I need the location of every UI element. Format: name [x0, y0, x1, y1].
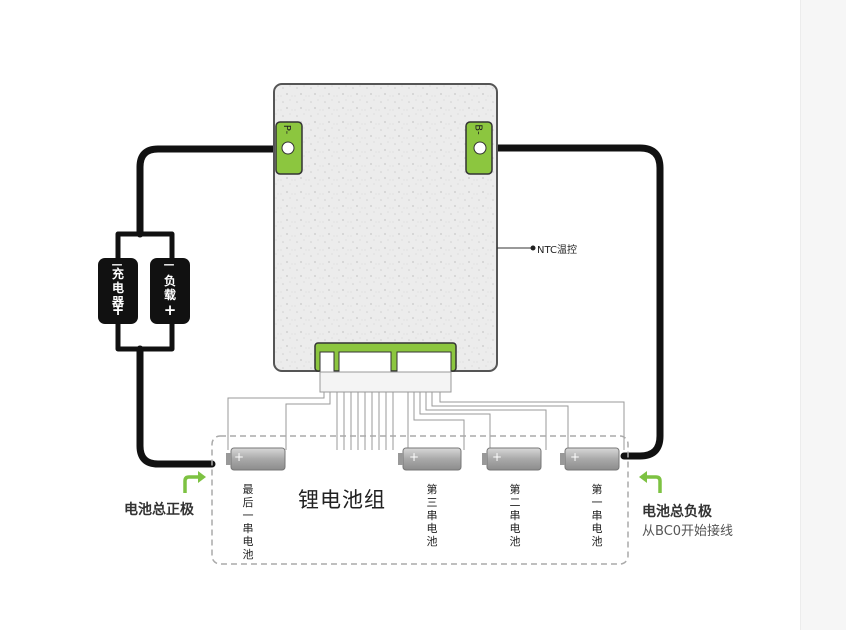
port-b-label: B-	[472, 124, 484, 135]
charger-device	[98, 258, 138, 324]
cell-last-label: 最后一串电池	[242, 483, 254, 561]
right-margin-panel	[800, 0, 846, 630]
charger-label: 充电器	[111, 267, 124, 309]
cell-third-plus: +	[409, 450, 420, 464]
charger-plus: +	[111, 301, 125, 319]
cell-first	[560, 447, 620, 471]
negative-terminal-note: 从BC0开始接线	[642, 524, 734, 539]
cell-third	[398, 447, 462, 471]
p-minus-wire	[136, 145, 288, 238]
battery-pack-boundary	[211, 435, 629, 565]
bms-board	[273, 83, 498, 393]
cell-second-label: 第二串电池	[509, 483, 521, 548]
cell-first-label: 第一串电池	[591, 483, 603, 548]
load-device	[150, 258, 190, 324]
cell-second	[482, 447, 542, 471]
ntc-label: NTC温控	[537, 245, 577, 256]
negative-terminal-label: 电池总负极	[642, 504, 712, 520]
positive-terminal-label: 电池总正极	[124, 502, 194, 518]
charger-minus: —	[111, 258, 123, 271]
positive-terminal-arrow-icon	[183, 475, 200, 493]
cell-last-plus: +	[234, 450, 245, 464]
battery-pack-title: 锂电池组	[298, 488, 386, 512]
positive-return-wire	[136, 345, 216, 468]
ntc-lead	[497, 245, 536, 251]
negative-terminal-arrow-icon	[645, 475, 662, 493]
main-wires	[115, 144, 664, 468]
balance-sense-wires	[227, 392, 625, 450]
bms-wiring-diagram	[98, 83, 664, 565]
cell-first-plus: +	[570, 450, 581, 464]
cell-last	[226, 447, 286, 471]
port-p-label: P-	[281, 124, 293, 135]
load-label: 负载	[163, 274, 176, 302]
device-side-wires	[115, 234, 175, 349]
b-minus-wire	[476, 144, 664, 460]
load-minus: —	[163, 258, 175, 271]
load-plus: +	[163, 301, 177, 319]
cell-second-plus: +	[492, 450, 503, 464]
cell-third-label: 第三串电池	[426, 483, 438, 548]
